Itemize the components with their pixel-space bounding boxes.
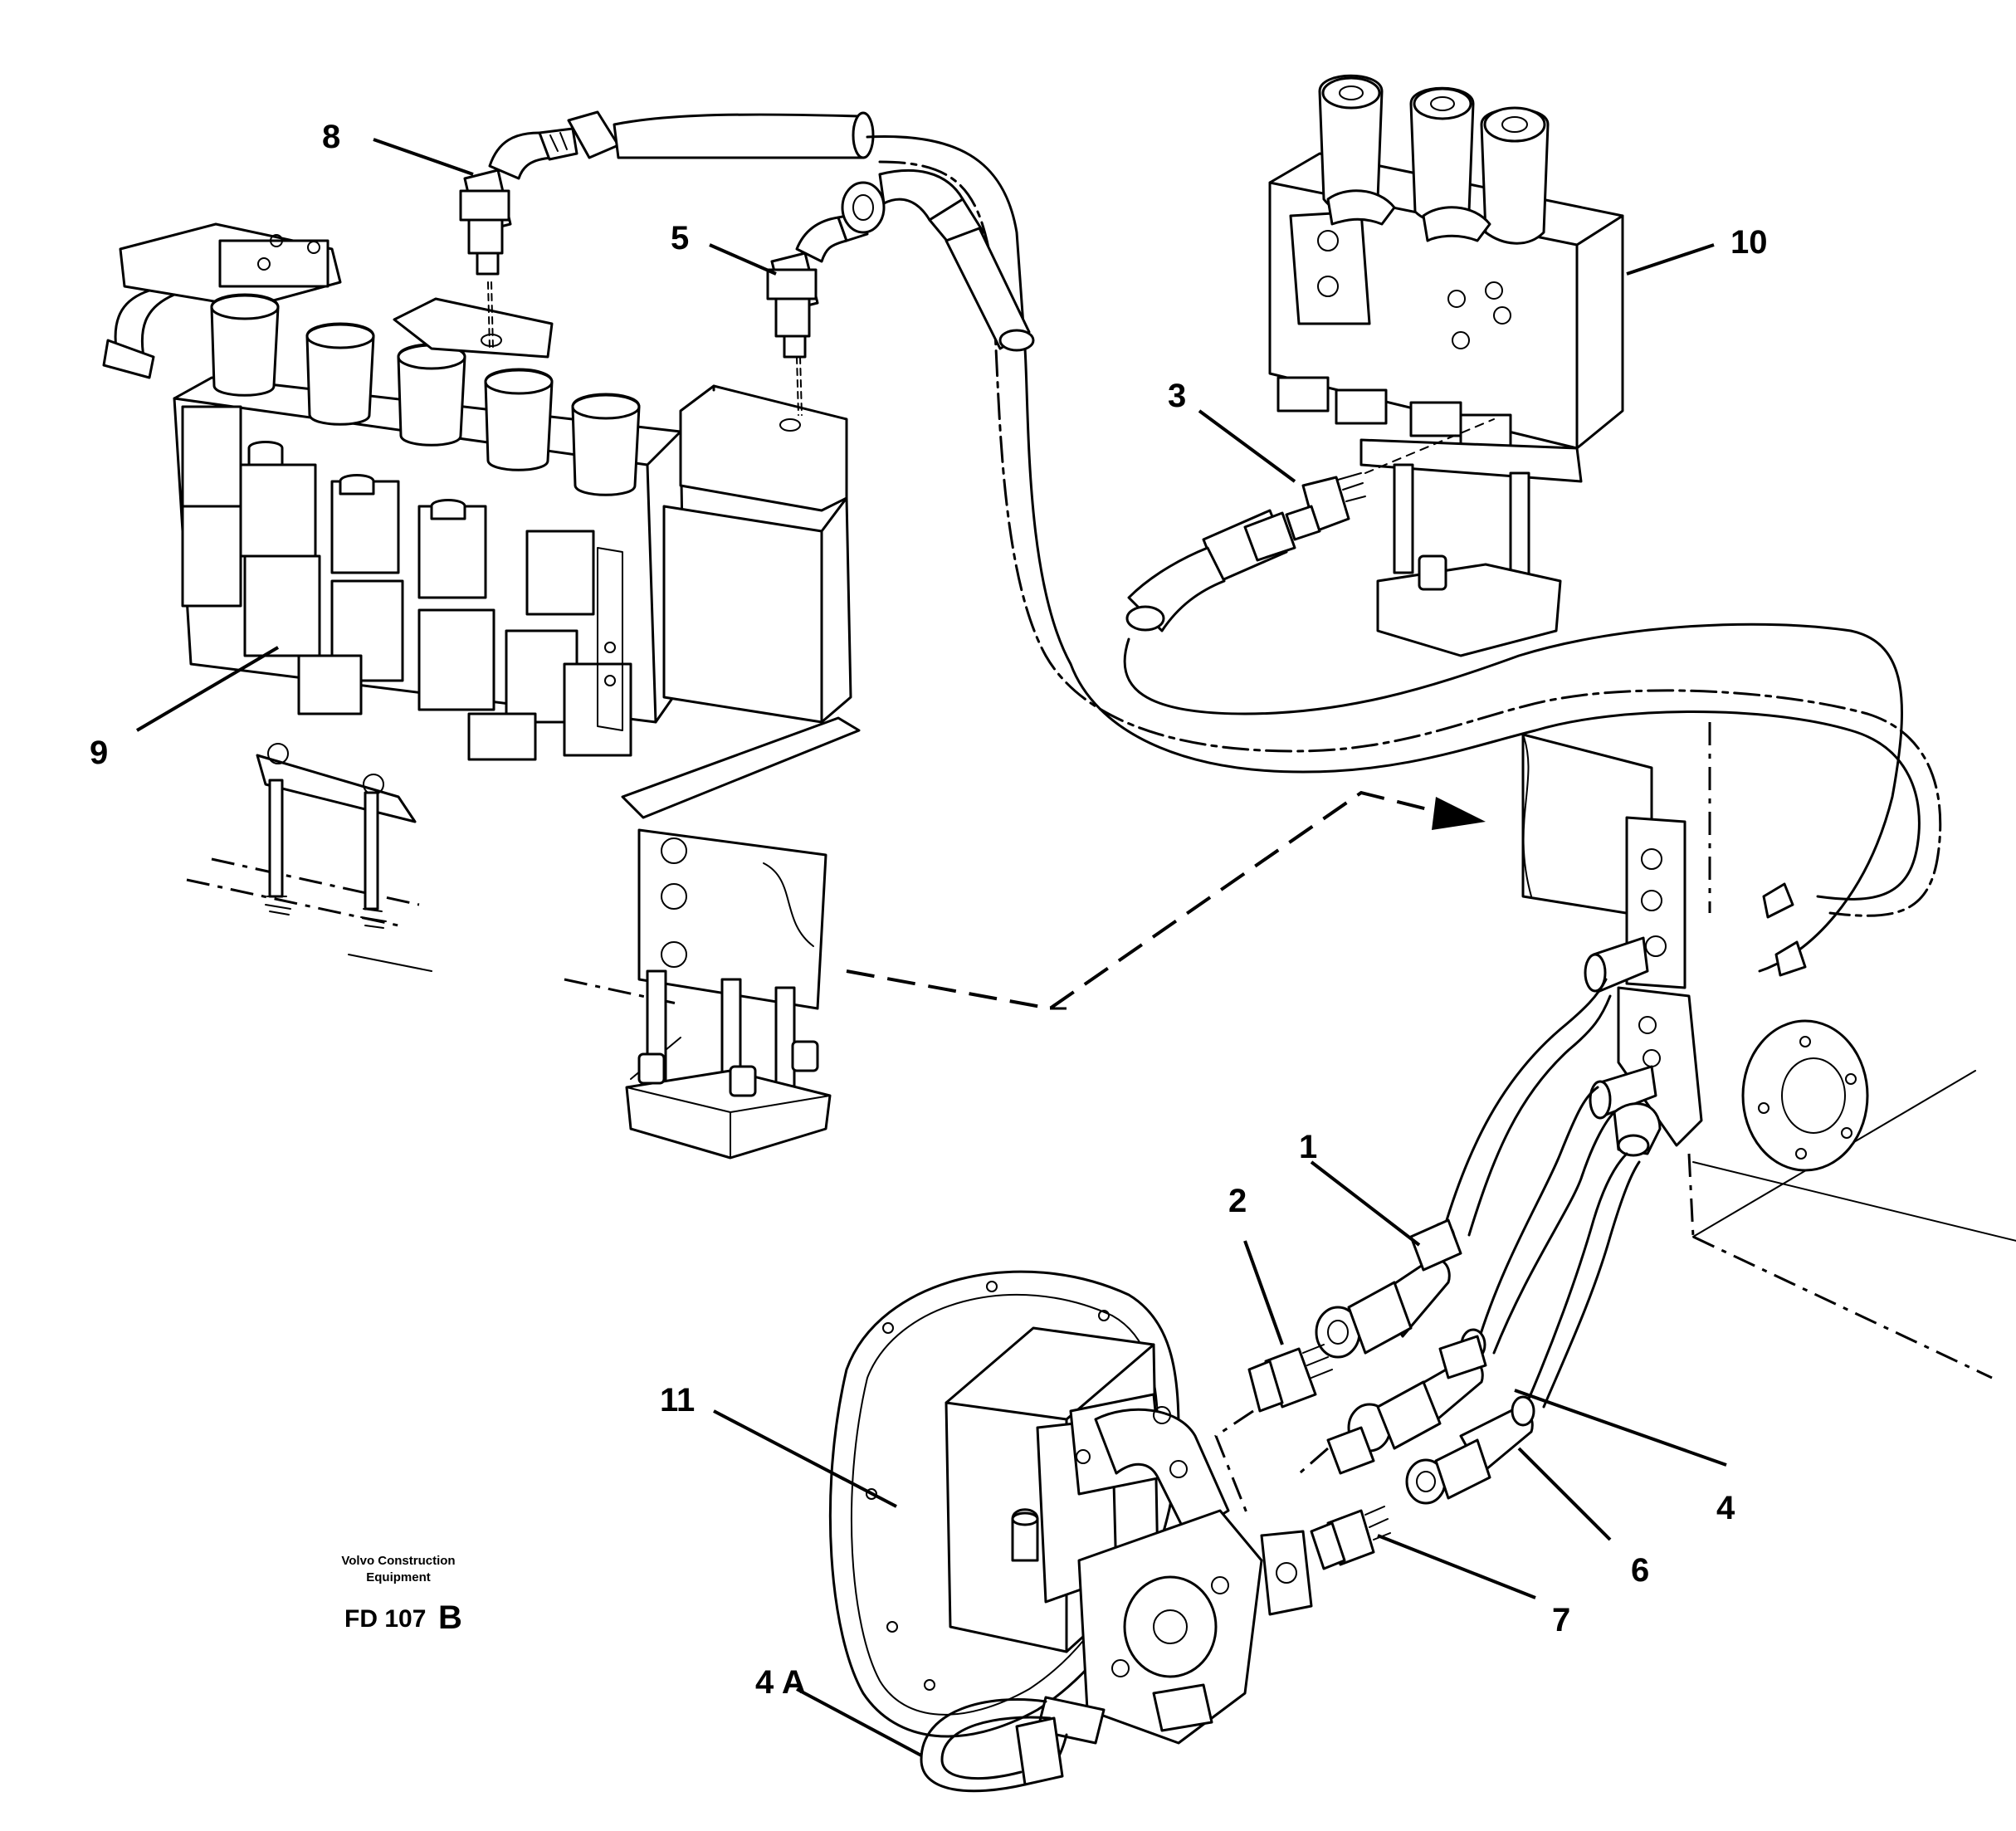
callout-3: 3 [1168, 378, 1186, 414]
spool-caps [210, 293, 641, 496]
drawing-revision: B [438, 1599, 462, 1636]
hose-from-fitting-5 [841, 169, 1035, 352]
callout-1: 1 [1299, 1129, 1317, 1165]
elbow-fitting-5 [766, 211, 869, 416]
brand-line-2: Equipment [366, 1570, 431, 1584]
fitting-2 [1247, 1344, 1333, 1413]
drive-flange [1741, 1019, 1869, 1172]
elbow-fitting-8 [459, 127, 578, 349]
callout-5: 5 [671, 220, 689, 256]
callout-10: 10 [1730, 224, 1768, 261]
loop-hose-4a [920, 1696, 1106, 1793]
mounting-bracket [1521, 722, 2016, 1379]
callout-11: 11 [660, 1382, 695, 1418]
drawing-number: FD 107 [344, 1605, 426, 1633]
hose-6-end [1405, 1395, 1535, 1505]
motor-connector-lines [1214, 1409, 1329, 1520]
callout-4: 4 [1716, 1490, 1735, 1526]
title-block: Volvo Construction Equipment FD 107 B [341, 1554, 462, 1636]
callout-9: 9 [90, 735, 108, 771]
lower-hoses [1442, 978, 1641, 1409]
ground-reference-lines [186, 857, 681, 1080]
hose-4-end [1326, 1328, 1487, 1475]
valve-bank [102, 222, 861, 1160]
hydraulic-motor-11 [828, 1270, 1313, 1745]
reference-arrow [846, 790, 1486, 1011]
callout-4a: 4 A [755, 1664, 806, 1701]
callout-labels: 1 2 3 4 4 A 5 6 7 8 9 10 11 [90, 119, 1768, 1701]
fitting-7 [1310, 1506, 1391, 1570]
brand-line-1: Volvo Construction [341, 1554, 455, 1568]
callout-6: 6 [1631, 1552, 1649, 1589]
callout-8: 8 [322, 119, 340, 155]
callout-7: 7 [1552, 1602, 1570, 1638]
callout-leaders [135, 138, 1727, 1757]
hose-from-fitting-8 [567, 110, 1942, 917]
hose-from-fitting-3 [1123, 509, 1904, 973]
control-valve-10 [1268, 74, 1624, 657]
hose-1-end [1315, 1218, 1462, 1359]
fitting-3 [1285, 418, 1495, 541]
callout-2: 2 [1228, 1183, 1247, 1219]
